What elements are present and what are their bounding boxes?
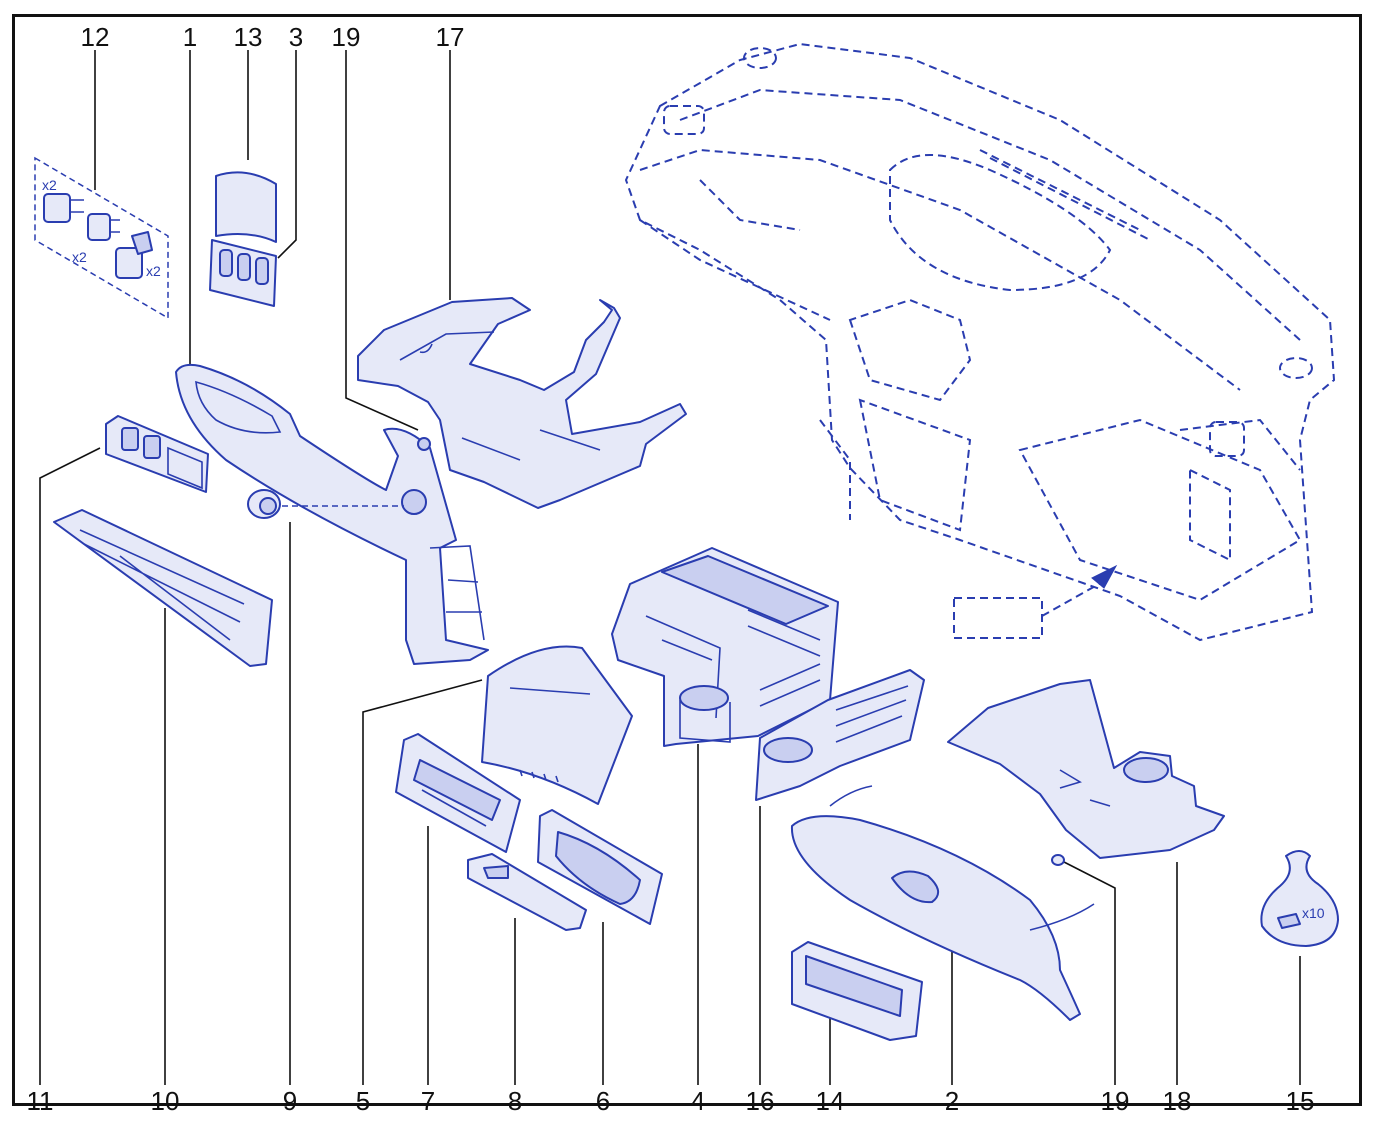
callout-15: 15: [1286, 1086, 1315, 1116]
callout-8: 8: [508, 1086, 522, 1116]
callout-7: 7: [421, 1086, 435, 1116]
callout-6: 6: [596, 1086, 610, 1116]
part-3-switch-bezel: [209, 239, 277, 307]
leader-lines: [39, 50, 1301, 1085]
top-callouts: 12 1 13 3 19 17: [81, 22, 465, 52]
callout-12: 12: [81, 22, 110, 52]
callout-5: 5: [356, 1086, 370, 1116]
part-9-round-plug: [247, 489, 404, 519]
callout-18: 18: [1163, 1086, 1192, 1116]
callout-14: 14: [816, 1086, 845, 1116]
callout-2: 2: [945, 1086, 959, 1116]
callout-9: 9: [283, 1086, 297, 1116]
callout-4: 4: [691, 1086, 705, 1116]
callout-16: 16: [746, 1086, 775, 1116]
part-13-blank-cover: [215, 171, 277, 243]
part-18-right-lower-panel: [947, 679, 1225, 866]
callout-19-top: 19: [332, 22, 361, 52]
part-12-clip-kit: x2 x2 x2: [34, 156, 169, 320]
part-5-trim-panel: [481, 645, 633, 805]
part-16-cup-holder: [755, 669, 925, 801]
callout-11: 11: [27, 1086, 54, 1116]
mult-clip-c: x2: [146, 263, 161, 279]
part-2-glovebox-lid: [790, 785, 1095, 1021]
mult-screws: x10: [1302, 905, 1325, 921]
mult-clip-b: x2: [72, 249, 87, 265]
bottom-callouts: 11 10 9 5 7 8 6 4 16 14 2 19 18 15: [27, 1086, 1315, 1116]
part-11-switch-panel: [105, 415, 209, 493]
part-10-storage-tray: [53, 509, 273, 667]
callout-13: 13: [234, 22, 263, 52]
part-6-open-frame: [537, 809, 663, 925]
callout-17: 17: [436, 22, 465, 52]
part-4-center-housing: [611, 547, 839, 747]
callout-10: 10: [151, 1086, 180, 1116]
dashboard-outline: [624, 42, 1336, 642]
callout-19-bottom: 19: [1101, 1086, 1130, 1116]
callout-1: 1: [183, 22, 197, 52]
callout-3: 3: [289, 22, 303, 52]
part-17-lower-panel: [357, 297, 687, 509]
part-8-small-bezel: [467, 853, 587, 931]
mult-clip-a: x2: [42, 177, 57, 193]
part-7-radio-frame: [395, 733, 521, 853]
part-15-screw-bag: x10: [1260, 850, 1339, 947]
part-1-console-trim: [175, 363, 489, 665]
part-14-pocket-box: [791, 941, 923, 1041]
